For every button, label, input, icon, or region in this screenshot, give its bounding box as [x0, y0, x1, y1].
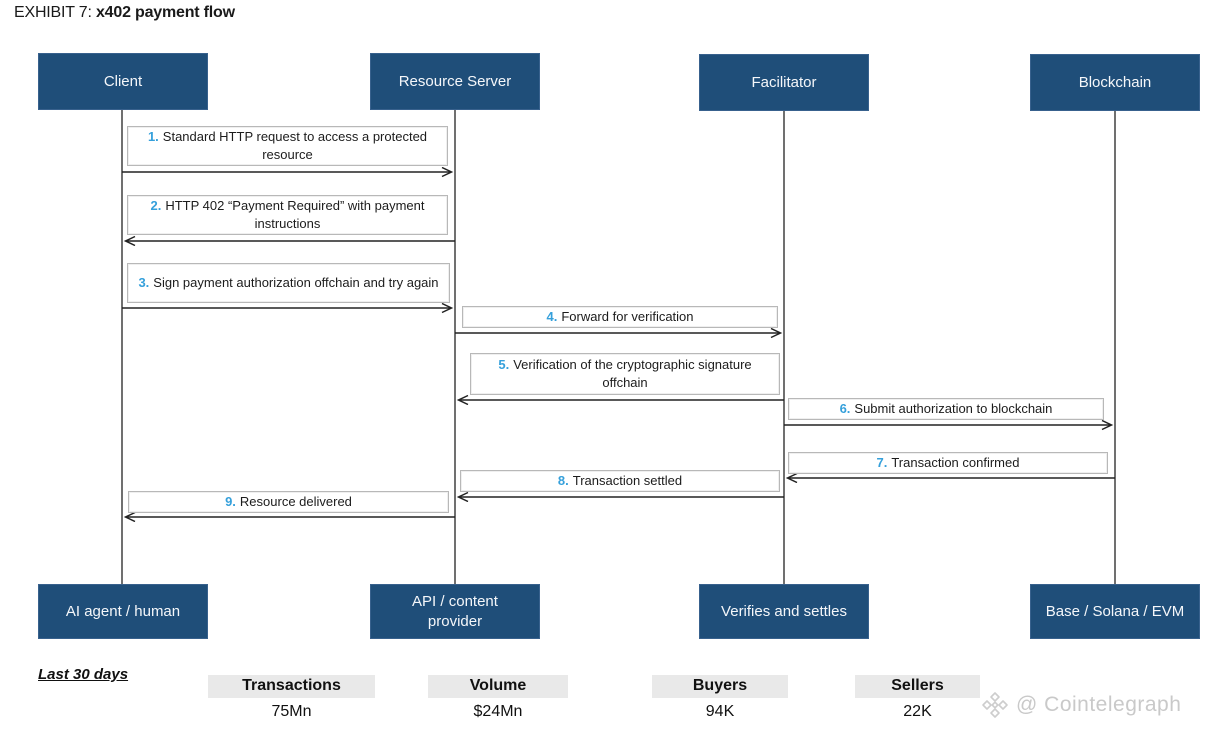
actor-verifies-settles: Verifies and settles	[699, 584, 869, 639]
actor-api-content-provider-label: API / content provider	[412, 593, 498, 630]
actor-facilitator-label: Facilitator	[751, 73, 817, 91]
message-step-7-text: 7.Transaction confirmed	[876, 454, 1020, 470]
message-step-3: 3.Sign payment authorization offchain an…	[127, 263, 450, 303]
message-step-2-text: 2.HTTP 402 “Payment Required” with payme…	[150, 197, 425, 231]
step-8-number: 8.	[557, 472, 569, 488]
message-step-1: 1.Standard HTTP request to access a prot…	[127, 126, 448, 166]
step-2-number: 2.	[150, 197, 162, 213]
stat-header-sellers: Sellers	[855, 675, 980, 698]
message-step-7: 7.Transaction confirmed	[788, 452, 1108, 474]
actor-blockchain-label: Blockchain	[1078, 73, 1152, 91]
actor-resource-server-label: Resource Server	[398, 72, 512, 90]
exhibit-title: EXHIBIT 7: x402 payment flow	[14, 4, 235, 22]
cointelegraph-diamond-icon	[982, 692, 1008, 718]
message-step-4: 4.Forward for verification	[462, 306, 778, 328]
actor-facilitator: Facilitator	[699, 54, 869, 111]
message-step-5: 5.Verification of the cryptographic sign…	[470, 353, 780, 395]
actor-ai-agent-human-label: AI agent / human	[65, 602, 181, 620]
exhibit-title-text: x402 payment flow	[95, 4, 235, 21]
cointelegraph-watermark: @ Cointelegraph	[980, 690, 1181, 720]
actor-verifies-settles-label: Verifies and settles	[721, 602, 847, 620]
stat-header-transactions: Transactions	[208, 675, 375, 698]
message-step-1-text: 1.Standard HTTP request to access a prot…	[147, 128, 428, 162]
actor-client: Client	[38, 53, 208, 110]
message-step-6-text: 6.Submit authorization to blockchain	[839, 400, 1053, 416]
message-step-9-text: 9.Resource delivered	[225, 493, 352, 509]
actor-base-solana-evm-label: Base / Solana / EVM	[1045, 602, 1185, 620]
step-6-number: 6.	[839, 400, 851, 416]
step-7-number: 7.	[876, 454, 888, 470]
actor-blockchain: Blockchain	[1030, 54, 1200, 111]
step-5-number: 5.	[498, 356, 510, 372]
actor-base-solana-evm: Base / Solana / EVM	[1030, 584, 1200, 639]
stat-value-sellers: 22K	[903, 703, 932, 720]
message-step-6: 6.Submit authorization to blockchain	[788, 398, 1104, 420]
stat-value-volume: $24Mn	[473, 703, 523, 720]
step-4-number: 4.	[546, 308, 558, 324]
message-step-2: 2.HTTP 402 “Payment Required” with payme…	[127, 195, 448, 235]
message-step-8: 8.Transaction settled	[460, 470, 780, 492]
watermark-text: @ Cointelegraph	[1016, 693, 1182, 716]
step-1-number: 1.	[147, 128, 159, 144]
message-step-9: 9.Resource delivered	[128, 491, 449, 513]
message-step-4-text: 4.Forward for verification	[546, 308, 694, 324]
message-step-8-text: 8.Transaction settled	[557, 472, 683, 488]
actor-ai-agent-human: AI agent / human	[38, 584, 208, 639]
stat-value-transactions: 75Mn	[271, 703, 312, 720]
step-9-number: 9.	[225, 493, 236, 509]
message-step-5-text: 5.Verification of the cryptographic sign…	[498, 356, 752, 390]
exhibit-title-prefix: EXHIBIT 7:	[14, 4, 96, 21]
step-3-number: 3.	[138, 274, 150, 290]
stats-period-label: Last 30 days	[38, 666, 129, 683]
actor-resource-server: Resource Server	[370, 53, 540, 110]
actor-client-label: Client	[103, 72, 143, 90]
stat-header-buyers: Buyers	[652, 675, 788, 698]
stat-header-volume: Volume	[428, 675, 568, 698]
actor-api-content-provider: API / content provider	[370, 584, 540, 639]
message-step-3-text: 3.Sign payment authorization offchain an…	[138, 274, 439, 290]
stat-value-buyers: 94K	[705, 703, 735, 720]
